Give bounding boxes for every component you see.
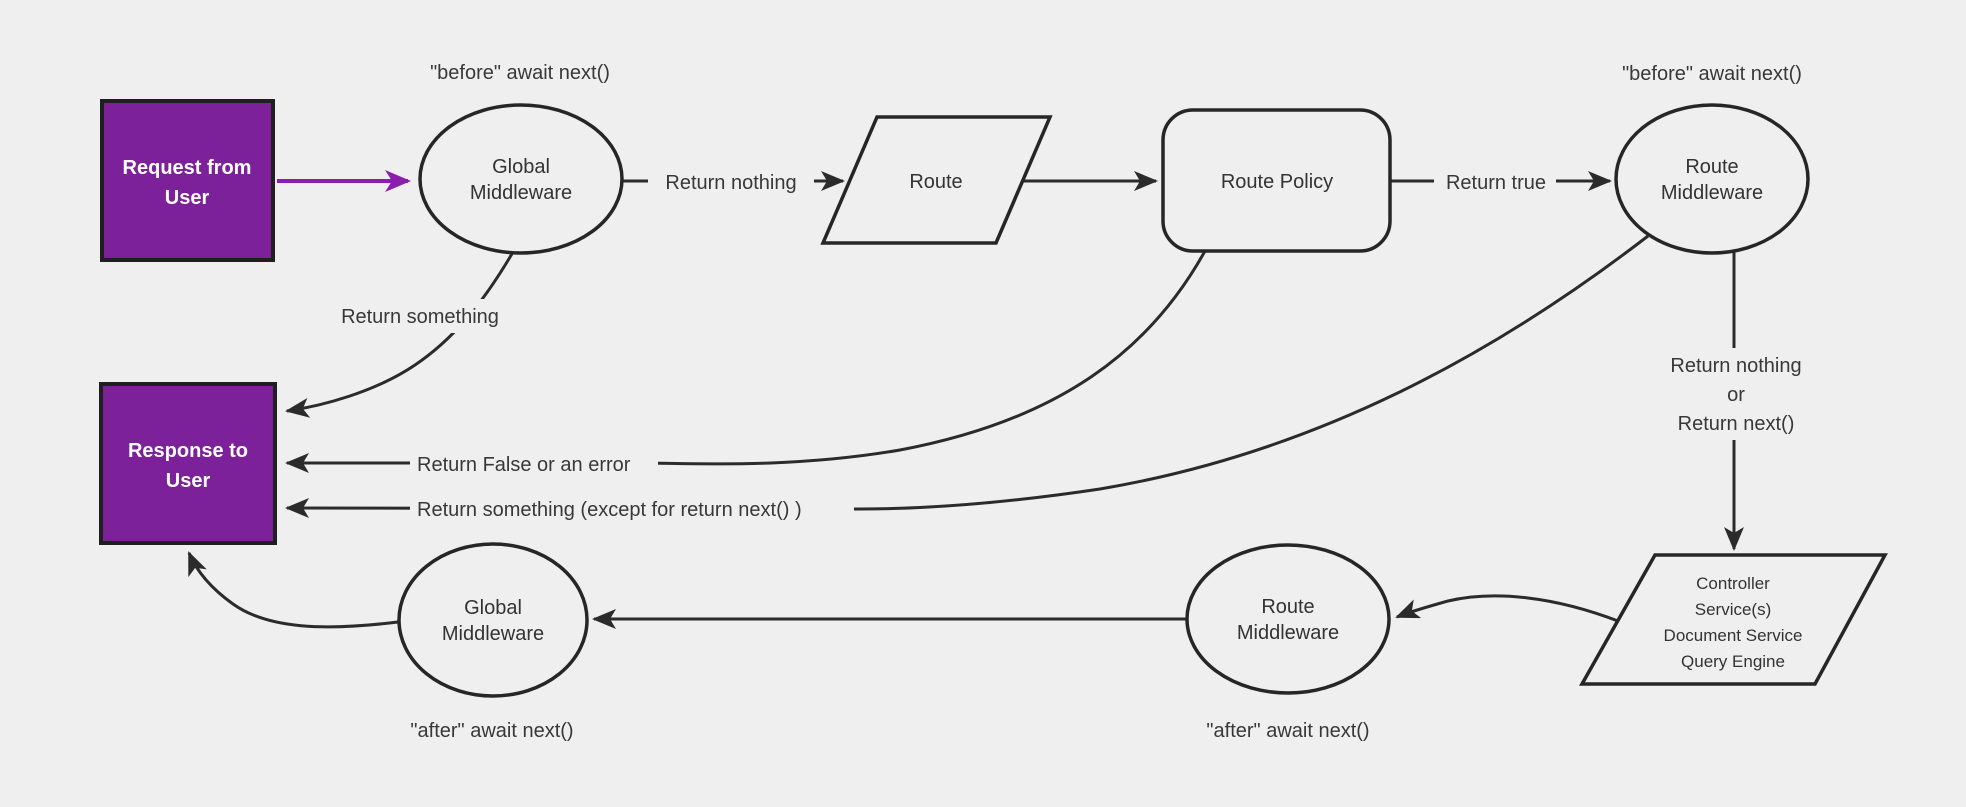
- node-route: [820, 115, 1053, 245]
- node-route-middleware-top-line2: Middleware: [1661, 182, 1763, 204]
- node-global-middleware-top-line1: Global: [492, 156, 550, 178]
- label-return-nothing-or-line1: Return nothing: [1670, 355, 1801, 377]
- node-controller-line1: Controller: [1696, 574, 1770, 593]
- node-response-label-line2: User: [166, 470, 211, 492]
- node-route-policy: [1161, 108, 1392, 253]
- label-before-await-next-left: "before" await next(): [430, 62, 610, 84]
- node-request-label-line2: User: [165, 187, 210, 209]
- node-global-middleware-bottom-line1: Global: [464, 597, 522, 619]
- edge-global-middleware-to-response: [285, 251, 515, 418]
- node-route-middleware-top: [1614, 103, 1810, 255]
- label-return-something-except: Return something (except for return next…: [417, 499, 802, 521]
- label-bg: [343, 299, 497, 333]
- node-global-middleware-bottom-line2: Middleware: [442, 623, 544, 645]
- node-controller-line4: Query Engine: [1681, 652, 1785, 671]
- node-route-middleware-bottom-line2: Middleware: [1237, 622, 1339, 644]
- node-request-label-line1: Request from: [123, 157, 252, 179]
- node-controller-line2: Service(s): [1695, 600, 1772, 619]
- label-bg: [410, 447, 658, 480]
- label-return-nothing: Return nothing: [665, 172, 796, 194]
- edge-global-middleware-bottom-to-response: [187, 551, 399, 629]
- label-after-await-next-left: "after" await next(): [410, 720, 573, 742]
- label-return-nothing-or-line3: Return next(): [1678, 413, 1795, 435]
- node-controller-line3: Document Service: [1664, 626, 1803, 645]
- label-bg: [410, 492, 854, 525]
- label-return-false-or-error: Return False or an error: [417, 454, 631, 476]
- node-global-middleware-top-line2: Middleware: [470, 182, 572, 204]
- label-after-await-next-right: "after" await next(): [1206, 720, 1369, 742]
- node-request-from-user: [100, 99, 275, 262]
- label-bg: [1434, 165, 1556, 197]
- label-return-something: Return something: [341, 306, 499, 328]
- label-bg: [648, 165, 814, 197]
- node-response-label-line1: Response to: [128, 440, 248, 462]
- label-return-nothing-or-line2: or: [1727, 384, 1745, 406]
- node-route-middleware-bottom: [1185, 543, 1391, 695]
- node-controller-services: [1578, 553, 1888, 686]
- edge-route-middleware-to-response: [285, 234, 1649, 519]
- label-return-true: Return true: [1446, 172, 1546, 194]
- label-before-await-next-right: "before" await next(): [1622, 63, 1802, 85]
- node-route-middleware-top-line1: Route: [1685, 156, 1738, 178]
- node-global-middleware-top: [418, 103, 624, 255]
- node-global-middleware-bottom: [397, 542, 589, 698]
- node-response-to-user: [99, 382, 277, 545]
- node-route-label: Route: [909, 171, 962, 193]
- label-bg: [1650, 348, 1820, 440]
- edge-route-policy-to-response: [285, 250, 1207, 473]
- node-route-middleware-bottom-line1: Route: [1261, 596, 1314, 618]
- node-route-policy-label: Route Policy: [1221, 171, 1333, 193]
- edge-controller-to-route-middleware-bottom: [1395, 594, 1619, 623]
